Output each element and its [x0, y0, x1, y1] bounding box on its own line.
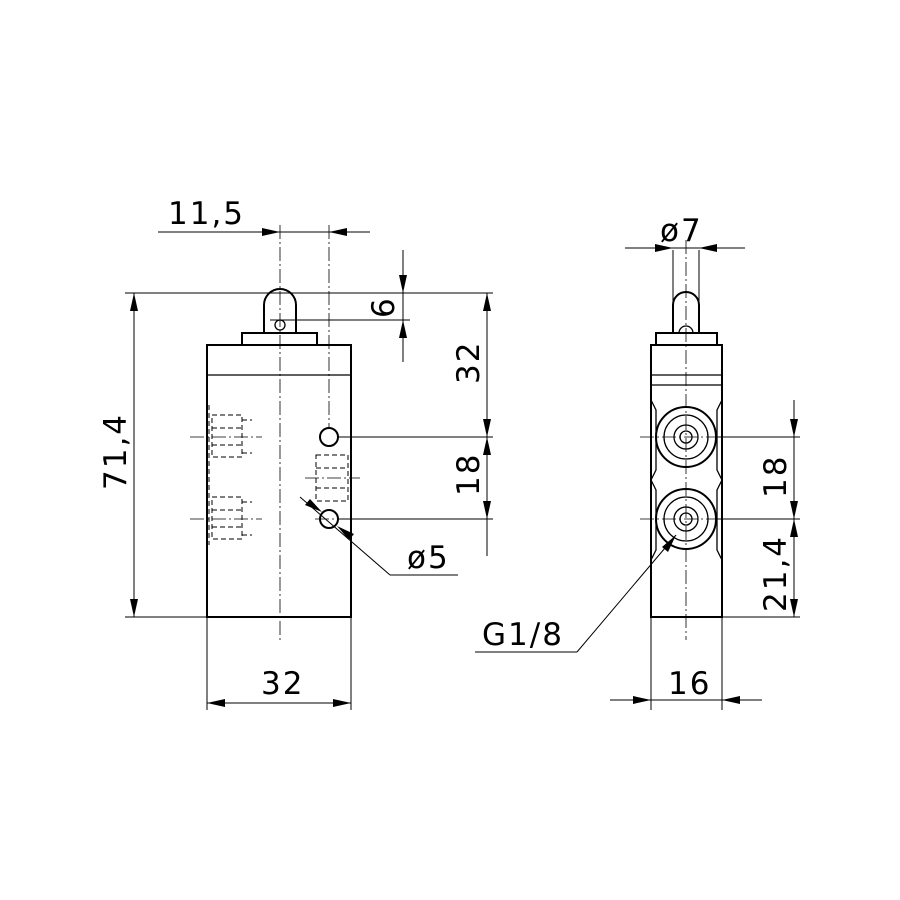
- dim-roller-label: ø7: [660, 213, 703, 249]
- dim-total-height-label: 71,4: [98, 413, 134, 490]
- front-hidden-spool: [305, 454, 360, 502]
- front-hole-upper: [319, 427, 339, 447]
- dim-spacing: 18: [451, 437, 491, 556]
- dim-thread-label: G1/8: [482, 617, 564, 653]
- dim-hole: ø5: [299, 496, 458, 576]
- dim-hole-label: ø5: [407, 540, 450, 576]
- dim-thread: G1/8: [475, 534, 677, 653]
- dim-top-offset: 11,5: [158, 196, 370, 236]
- dim-upper-label: 32: [451, 341, 487, 384]
- dim-spacing-label: 18: [451, 453, 487, 496]
- dim-pin: 6: [270, 250, 410, 362]
- dim-bottom: 21,4: [758, 519, 798, 617]
- dim-upper: 32: [451, 293, 491, 437]
- front-view: [190, 225, 493, 640]
- dim-side-width-label: 16: [668, 666, 711, 702]
- side-view: [640, 240, 800, 640]
- side-body: [650, 344, 723, 618]
- dim-top-offset-label: 11,5: [168, 196, 245, 232]
- side-plunger-cap: [655, 332, 718, 346]
- front-roller: [263, 288, 297, 333]
- dim-pin-label: 6: [366, 296, 402, 318]
- front-hidden-ports: [190, 405, 262, 545]
- dim-port-spacing-label: 18: [758, 455, 794, 498]
- dim-total-height: 71,4: [98, 293, 138, 617]
- dim-roller: ø7: [625, 213, 745, 305]
- dim-bottom-label: 21,4: [758, 535, 794, 612]
- front-plunger-cap: [241, 332, 318, 346]
- dim-side-width: 16: [610, 617, 762, 710]
- dim-width: 32: [206, 617, 352, 710]
- dim-width-label: 32: [261, 666, 304, 702]
- dim-port-spacing: 18: [758, 400, 798, 519]
